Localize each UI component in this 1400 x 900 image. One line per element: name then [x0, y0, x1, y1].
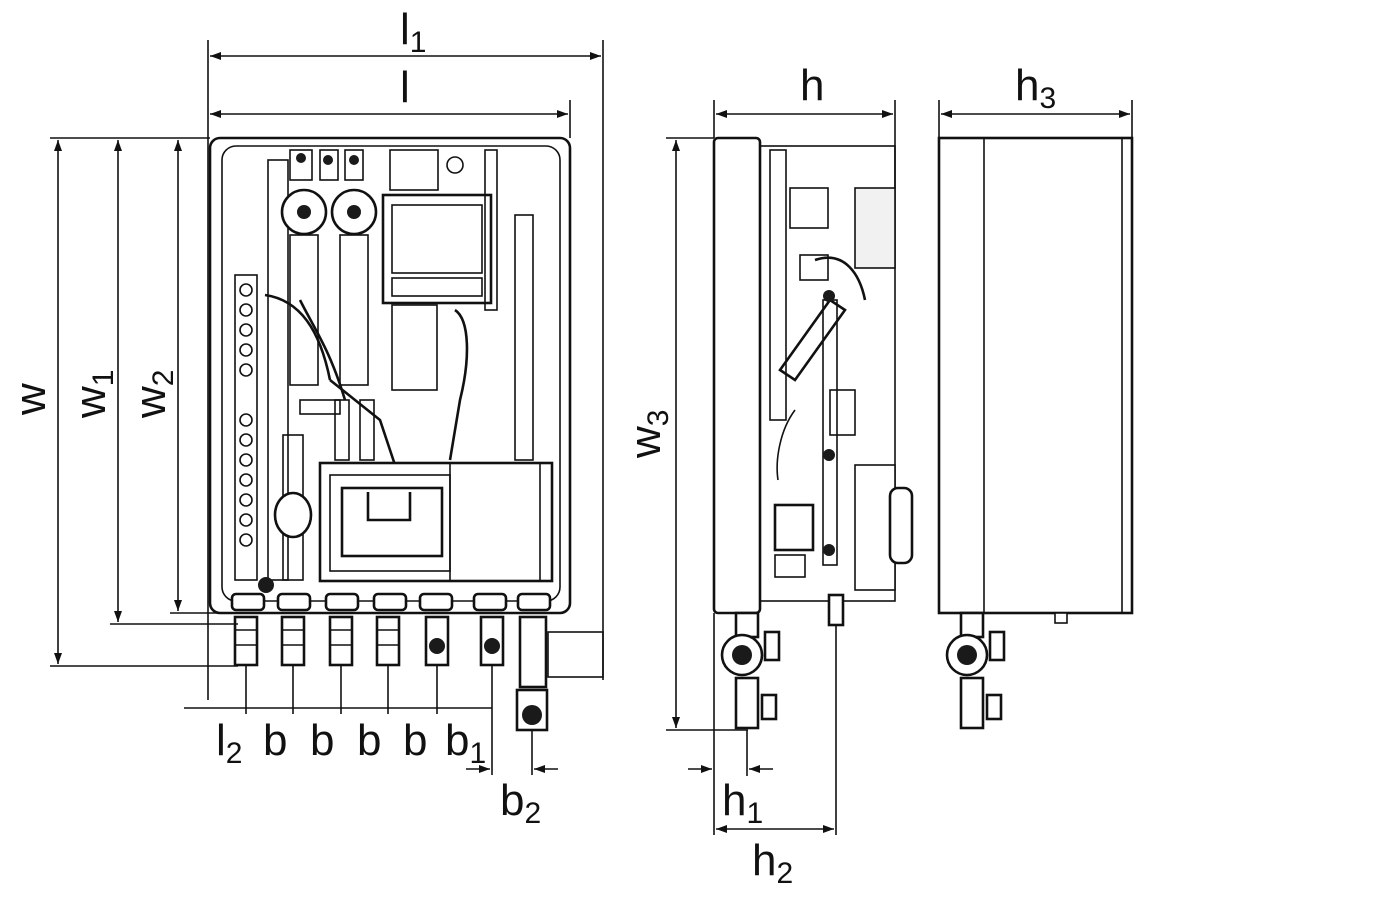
front-top-valves — [289, 149, 364, 181]
front-left-pipe-2 — [267, 159, 289, 581]
front-side-fitting-box — [547, 631, 604, 678]
label-b-1: b — [263, 716, 287, 765]
side-bottom-valves — [720, 611, 781, 730]
label-l: l — [400, 63, 410, 112]
front-control-box — [318, 461, 554, 583]
front-left-pipe — [234, 274, 258, 581]
side-view — [712, 136, 914, 730]
label-b-2: b — [310, 716, 334, 765]
cover-view — [937, 136, 1134, 730]
front-view — [208, 136, 604, 732]
label-b2: b2 — [500, 776, 541, 830]
dimension-lines — [50, 40, 1133, 835]
cover-bottom-valves — [945, 611, 1006, 730]
label-w3: w3 — [621, 410, 675, 459]
front-storage-cylinder — [391, 304, 438, 391]
label-l2: l2 — [216, 716, 242, 770]
label-l1: l1 — [400, 5, 426, 59]
label-h3: h3 — [1015, 61, 1056, 115]
label-h1: h1 — [722, 776, 763, 830]
label-b1: b1 — [445, 716, 486, 770]
label-h2: h2 — [752, 836, 793, 890]
label-w1: w1 — [66, 370, 120, 419]
side-mounting-frame — [759, 145, 896, 602]
cover-outline — [937, 136, 1134, 615]
front-connection-fittings — [233, 615, 549, 732]
label-w: w — [6, 383, 55, 416]
front-bottom-sockets — [230, 592, 552, 612]
dimension-labels: l1 l h h3 w w1 w2 w3 l2 b b b b b1 b2 h1… — [6, 5, 1056, 890]
front-flow-meter — [273, 491, 313, 539]
front-left-coil — [239, 283, 274, 593]
side-handle — [888, 486, 914, 565]
side-front-panel — [712, 136, 762, 615]
label-h: h — [800, 61, 824, 110]
label-b-3: b — [357, 716, 381, 765]
label-b-4: b — [403, 716, 427, 765]
front-heat-exchanger — [381, 193, 493, 305]
front-controller-display — [340, 486, 444, 558]
label-w2: w2 — [126, 370, 180, 419]
